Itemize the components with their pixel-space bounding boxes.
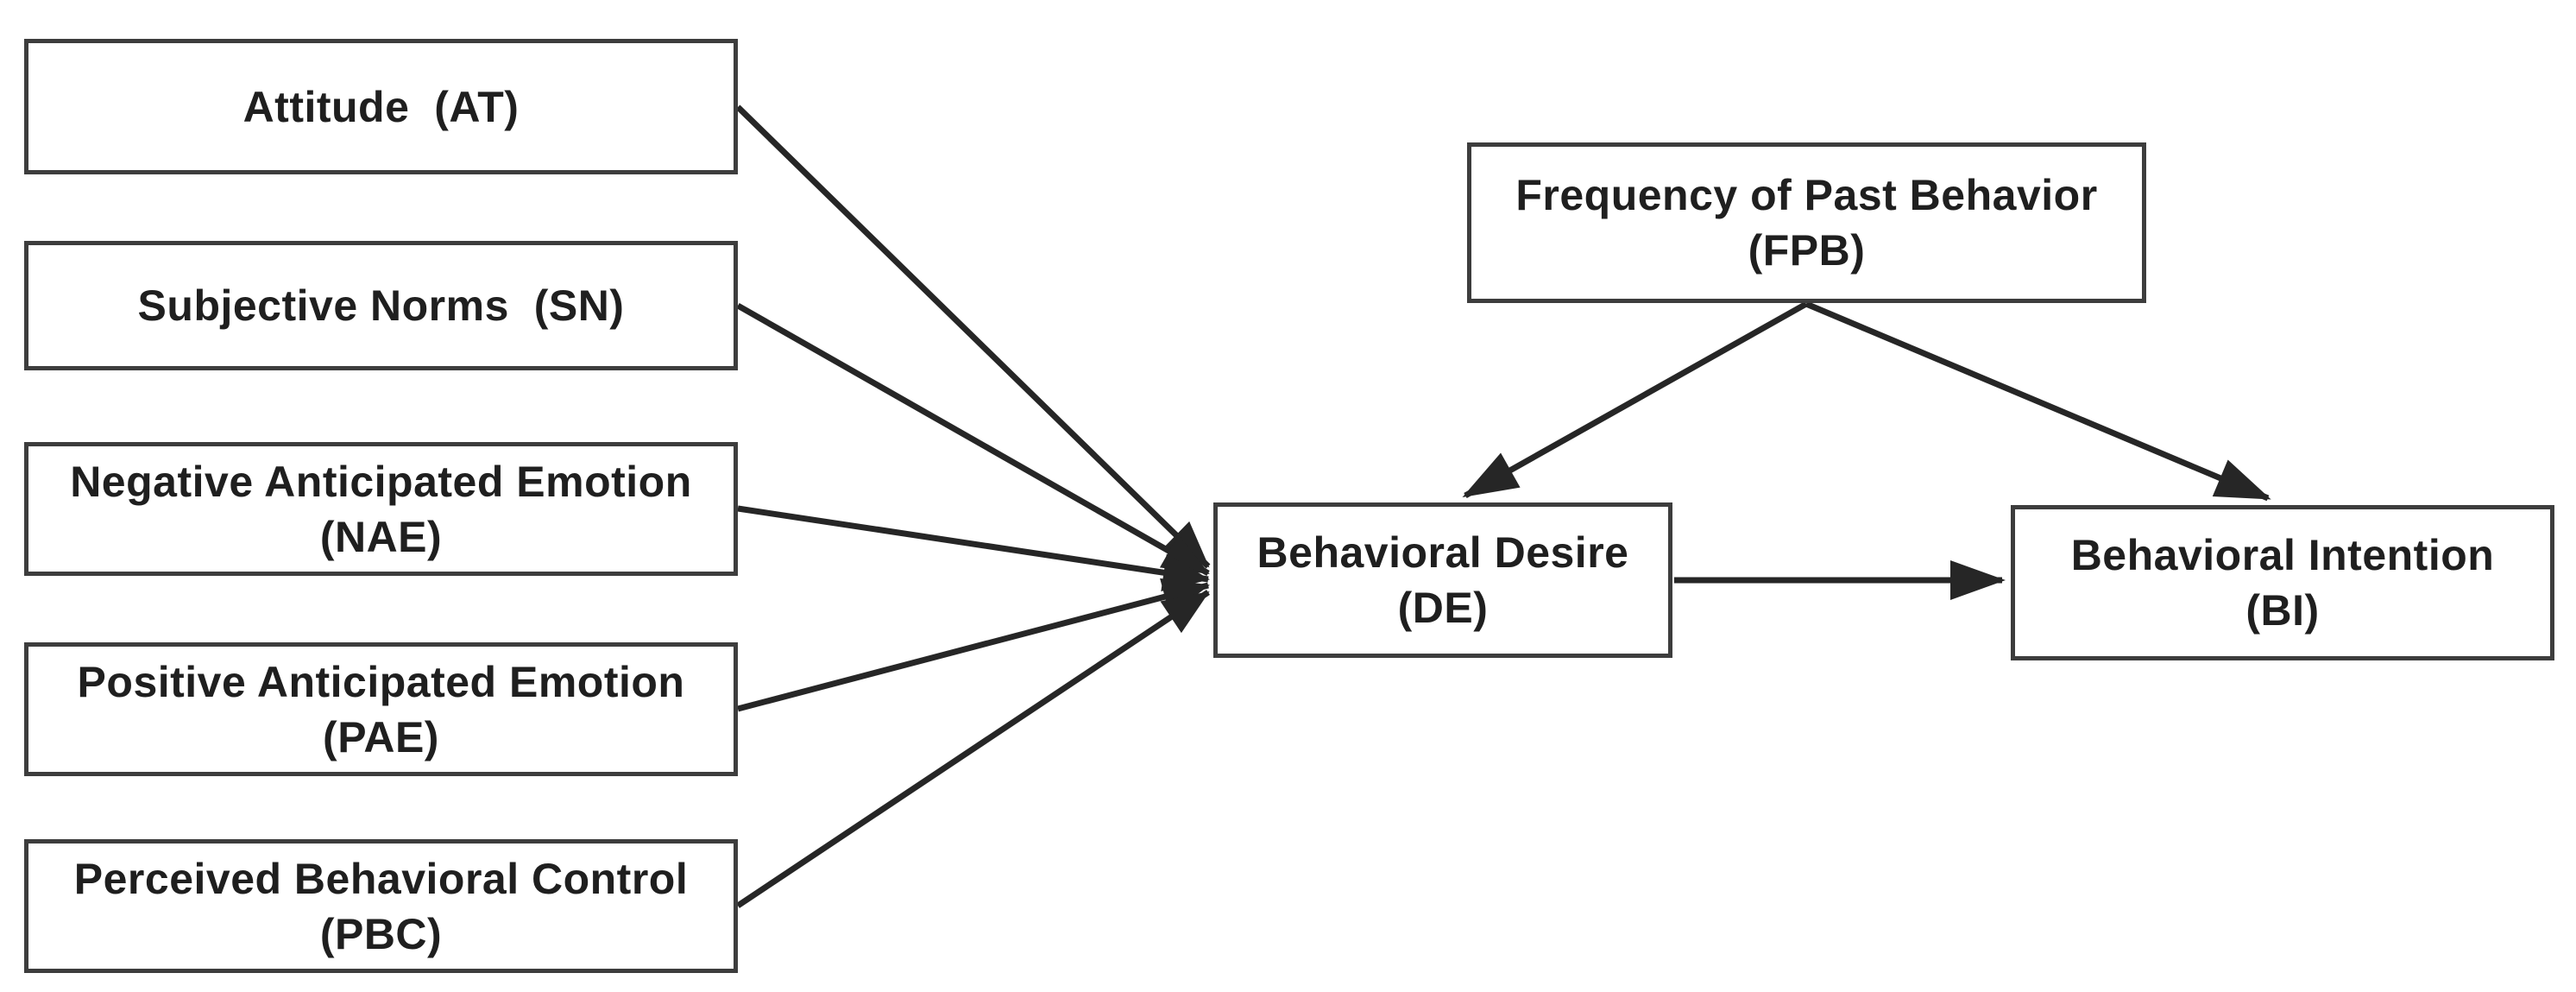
node-negative-anticipated-emotion-label: Negative Anticipated Emotion <box>70 457 692 506</box>
node-frequency-of-past-behavior-label: Frequency of Past Behavior <box>1515 171 2098 219</box>
edge-perceived-control-to-desire <box>736 590 1210 908</box>
node-attitude-label: Attitude (AT) <box>242 82 520 131</box>
node-perceived-behavioral-control-abbr: (PBC) <box>319 909 443 958</box>
node-subjective-norms-label: Subjective Norms (SN) <box>137 281 625 330</box>
edge-past-behavior-to-intention <box>1804 300 2271 502</box>
node-subjective-norms: Subjective Norms (SN) <box>24 241 738 370</box>
node-behavioral-desire-label: Behavioral Desire <box>1257 528 1629 577</box>
edge-subjective-norms-to-desire <box>736 302 1210 577</box>
node-behavioral-intention-label: Behavioral Intention <box>2070 531 2495 579</box>
node-behavioral-intention-abbr: (BI) <box>2245 586 2320 635</box>
node-negative-anticipated-emotion-abbr: (NAE) <box>319 512 443 561</box>
node-positive-anticipated-emotion: Positive Anticipated Emotion (PAE) <box>24 642 738 776</box>
edge-positive-emotion-to-desire <box>737 578 1210 712</box>
node-behavioral-intention: Behavioral Intention (BI) <box>2011 505 2554 660</box>
node-perceived-behavioral-control-label: Perceived Behavioral Control <box>73 854 689 903</box>
node-positive-anticipated-emotion-abbr: (PAE) <box>323 712 439 761</box>
edge-negative-emotion-to-desire <box>737 505 1210 592</box>
node-attitude: Attitude (AT) <box>24 39 738 174</box>
edge-past-behavior-to-desire <box>1462 300 1808 499</box>
node-behavioral-desire: Behavioral Desire (DE) <box>1213 502 1672 658</box>
node-behavioral-desire-abbr: (DE) <box>1397 584 1489 632</box>
node-positive-anticipated-emotion-label: Positive Anticipated Emotion <box>77 657 685 706</box>
node-frequency-of-past-behavior: Frequency of Past Behavior (FPB) <box>1467 142 2146 303</box>
node-perceived-behavioral-control: Perceived Behavioral Control (PBC) <box>24 839 738 973</box>
node-frequency-of-past-behavior-abbr: (FPB) <box>1748 226 1866 275</box>
edge-attitude-to-desire <box>735 104 1211 569</box>
node-negative-anticipated-emotion: Negative Anticipated Emotion (NAE) <box>24 442 738 576</box>
